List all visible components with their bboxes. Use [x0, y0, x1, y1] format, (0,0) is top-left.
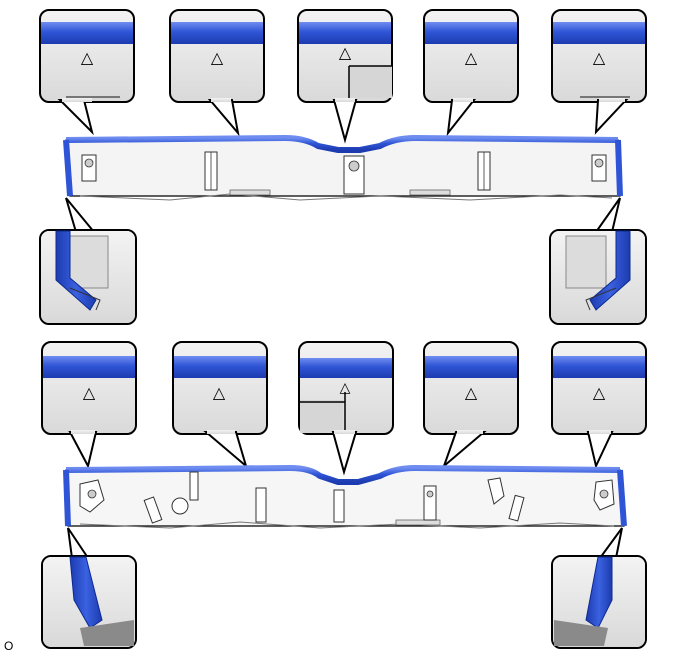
- upper-view: △ △ △ △: [39, 9, 647, 325]
- clip: [593, 479, 615, 511]
- marker-triangle-icon: △: [213, 383, 226, 402]
- corner-callout-left: [41, 527, 137, 649]
- marker-triangle-icon: △: [465, 383, 478, 402]
- marker-triangle-icon: △: [211, 48, 224, 67]
- detail-callout: △: [551, 341, 647, 470]
- clip: [343, 155, 365, 195]
- clip: [81, 154, 97, 182]
- marker-triangle-icon: △: [339, 43, 352, 62]
- lower-view: △ △ △ △: [41, 341, 647, 649]
- clip: [143, 496, 163, 524]
- marker-triangle-icon: △: [83, 383, 96, 402]
- detail-callout: △: [423, 341, 519, 470]
- detail-callout: △: [297, 9, 393, 144]
- marker-triangle-icon: △: [81, 48, 94, 67]
- detail-callout: △: [298, 341, 394, 476]
- clip: [204, 151, 218, 191]
- detail-callout: △: [172, 341, 268, 469]
- clip: [423, 485, 437, 521]
- corner-callout-right: [551, 527, 647, 649]
- corner-callout-left: [39, 197, 137, 325]
- figure-reference-code: O: [4, 639, 14, 653]
- detail-callout: △: [39, 9, 135, 136]
- clip: [487, 477, 525, 522]
- detail-callout: △: [169, 9, 265, 137]
- corner-callout-right: [549, 197, 647, 325]
- clip: [79, 479, 105, 513]
- clip: [171, 471, 199, 515]
- detail-callout: △: [41, 341, 137, 469]
- marker-triangle-icon: △: [340, 380, 351, 396]
- clip: [591, 154, 607, 182]
- marker-triangle-icon: △: [593, 383, 606, 402]
- detail-callout: △: [423, 9, 519, 137]
- marker-triangle-icon: △: [593, 48, 606, 67]
- clip: [477, 151, 491, 191]
- marker-triangle-icon: △: [465, 48, 478, 67]
- detail-callout: △: [551, 9, 647, 135]
- clip: [333, 489, 345, 523]
- bumper-panel: [63, 464, 627, 529]
- bumper-panel: [63, 134, 623, 201]
- clip: [255, 487, 267, 523]
